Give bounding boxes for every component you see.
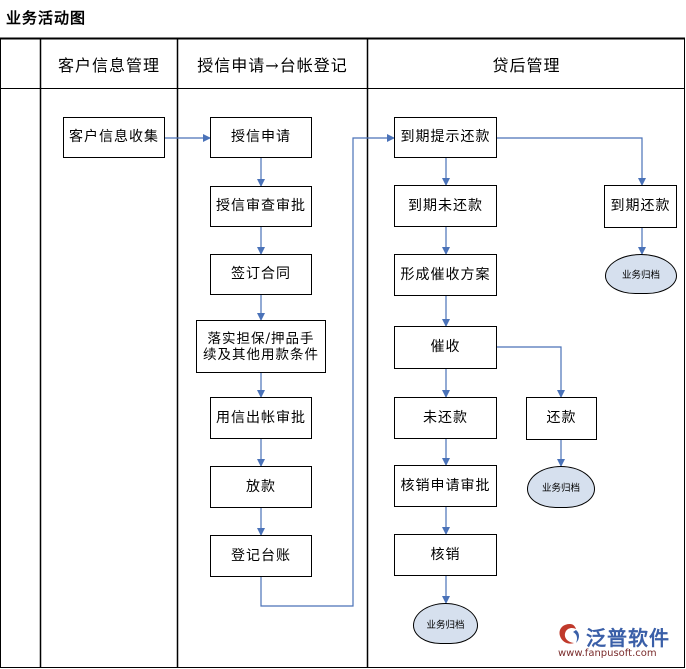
node-sign-contract: 签订合同 bbox=[210, 254, 312, 295]
node-collection: 催收 bbox=[394, 326, 497, 369]
archive-due-repaid: 业务归档 bbox=[605, 254, 677, 294]
arrow-ledger-to-reminder bbox=[260, 134, 395, 607]
node-writeoff-approval: 核销申请审批 bbox=[394, 465, 497, 507]
node-due-reminder: 到期提示还款 bbox=[394, 117, 497, 158]
brand-name: 泛普软件 bbox=[586, 626, 670, 650]
node-due-unpaid: 到期未还款 bbox=[394, 185, 497, 227]
node-loan-release: 放款 bbox=[210, 466, 312, 508]
brand-url: www.fanpusoft.com bbox=[558, 648, 657, 659]
arrow-reminder-to-due-repaid bbox=[497, 137, 646, 186]
lane-header-credit: 授信申请→台帐登记 bbox=[197, 56, 348, 75]
brand-watermark: 泛普软件 www.fanpusoft.com bbox=[552, 620, 684, 668]
node-collateral: 落实担保/押品手续及其他用款条件 bbox=[196, 320, 326, 373]
node-repaid: 还款 bbox=[526, 397, 597, 440]
arrow-collection-to-repaid bbox=[497, 346, 565, 398]
node-disbursement-approval: 用信出帐审批 bbox=[210, 397, 312, 439]
archive-writeoff: 业务归档 bbox=[413, 603, 478, 644]
node-customer-info-collect: 客户信息收集 bbox=[63, 117, 165, 158]
node-writeoff: 核销 bbox=[394, 534, 497, 576]
archive-repaid: 业务归档 bbox=[527, 466, 595, 508]
node-credit-application: 授信申请 bbox=[210, 117, 312, 158]
brand-logo-icon bbox=[559, 624, 579, 644]
diagram-title: 业务活动图 bbox=[6, 9, 87, 27]
node-credit-review: 授信审查审批 bbox=[210, 186, 312, 227]
node-collection-plan: 形成催收方案 bbox=[394, 254, 497, 296]
node-due-repaid: 到期还款 bbox=[604, 185, 677, 228]
node-ledger-register: 登记台账 bbox=[210, 535, 312, 577]
node-not-repaid: 未还款 bbox=[394, 397, 497, 439]
lane-header-customer-info: 客户信息管理 bbox=[57, 56, 160, 75]
lane-header-post-loan: 贷后管理 bbox=[492, 56, 561, 75]
